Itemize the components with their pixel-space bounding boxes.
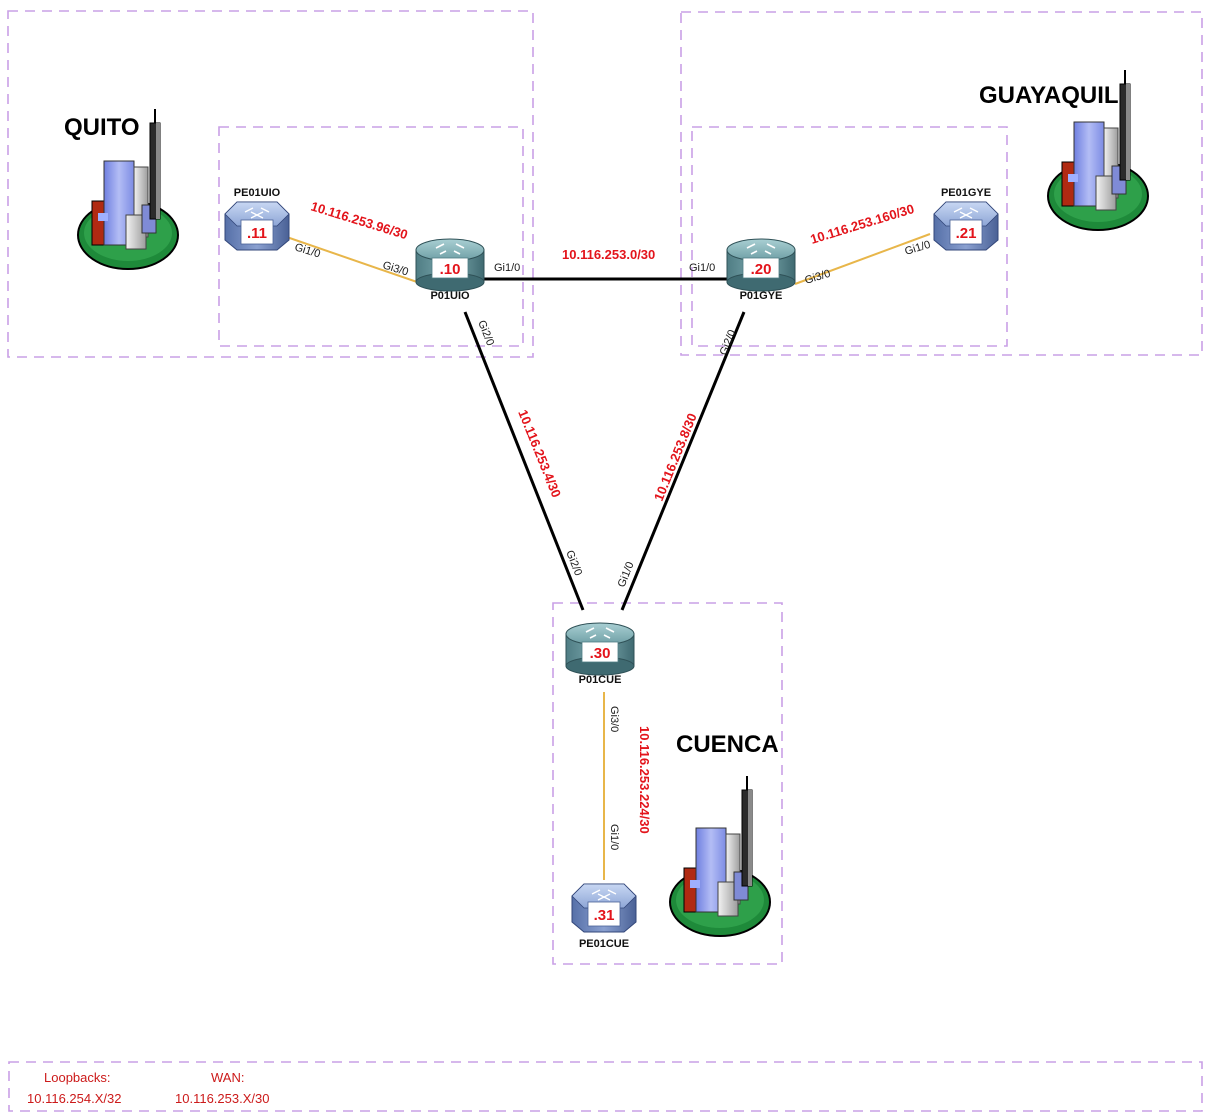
network-label-gye-cue: 10.116.253.8/30 (651, 411, 700, 503)
switch-address: .11 (247, 225, 267, 242)
legend-loopbacks-label: Loopbacks: (44, 1070, 111, 1085)
router-p01gye[interactable]: .20 P01GYE (727, 239, 795, 302)
router-hostname: P01CUE (579, 674, 622, 686)
legend-wan-label: WAN: (211, 1070, 244, 1085)
network-labels: 10.116.253.96/30 10.116.253.0/30 10.116.… (309, 199, 916, 834)
switch-pe01gye[interactable]: PE01GYE .21 (934, 187, 998, 250)
router-address: .20 (751, 261, 772, 278)
link-uio-cue (465, 312, 583, 610)
legend: Loopbacks: 10.116.254.X/32 WAN: 10.116.2… (27, 1070, 269, 1106)
switch-hostname: PE01CUE (579, 938, 629, 950)
city-building-icon (670, 776, 770, 936)
iface-pe01cue-gi1: Gi1/0 (608, 824, 620, 850)
switch-address: .31 (594, 907, 615, 924)
router-hostname: P01UIO (430, 290, 470, 302)
network-label-uio-access: 10.116.253.96/30 (309, 199, 409, 243)
router-p01uio[interactable]: .10 P01UIO (416, 239, 484, 302)
interface-labels: Gi1/0 Gi3/0 Gi1/0 Gi1/0 Gi3/0 Gi1/0 Gi2/… (293, 239, 932, 851)
quito-zone (8, 11, 533, 357)
iface-pe01uio-gi1: Gi1/0 (293, 241, 322, 260)
iface-p01gye-gi1: Gi1/0 (689, 262, 715, 274)
switch-pe01cue[interactable]: .31 PE01CUE (572, 884, 636, 950)
router-p01cue[interactable]: .30 P01CUE (566, 623, 634, 686)
iface-p01uio-gi1: Gi1/0 (494, 262, 520, 274)
site-title-cuenca: CUENCA (676, 731, 779, 758)
network-label-uio-gye: 10.116.253.0/30 (562, 247, 655, 262)
switch-pe01uio[interactable]: PE01UIO .11 (225, 187, 289, 250)
site-title-guayaquil: GUAYAQUIL (979, 82, 1119, 109)
iface-p01uio-gi3: Gi3/0 (381, 259, 410, 278)
legend-loopbacks-value: 10.116.254.X/32 (27, 1091, 121, 1106)
network-label-cue-access: 10.116.253.224/30 (637, 726, 652, 834)
router-address: .10 (440, 261, 461, 278)
iface-p01cue-gi3: Gi3/0 (608, 706, 620, 732)
iface-p01gye-gi3: Gi3/0 (803, 268, 832, 287)
legend-wan-value: 10.116.253.X/30 (175, 1091, 269, 1106)
switch-hostname: PE01GYE (941, 187, 991, 199)
iface-p01gye-gi2: Gi2/0 (718, 328, 739, 357)
switch-address: .21 (956, 225, 977, 242)
switch-hostname: PE01UIO (234, 187, 281, 199)
links (278, 234, 930, 880)
iface-p01cue-gi2: Gi2/0 (563, 549, 584, 578)
network-label-gye-access: 10.116.253.160/30 (808, 201, 915, 247)
router-hostname: P01GYE (740, 290, 783, 302)
router-address: .30 (590, 645, 611, 662)
site-title-quito: QUITO (64, 114, 140, 141)
